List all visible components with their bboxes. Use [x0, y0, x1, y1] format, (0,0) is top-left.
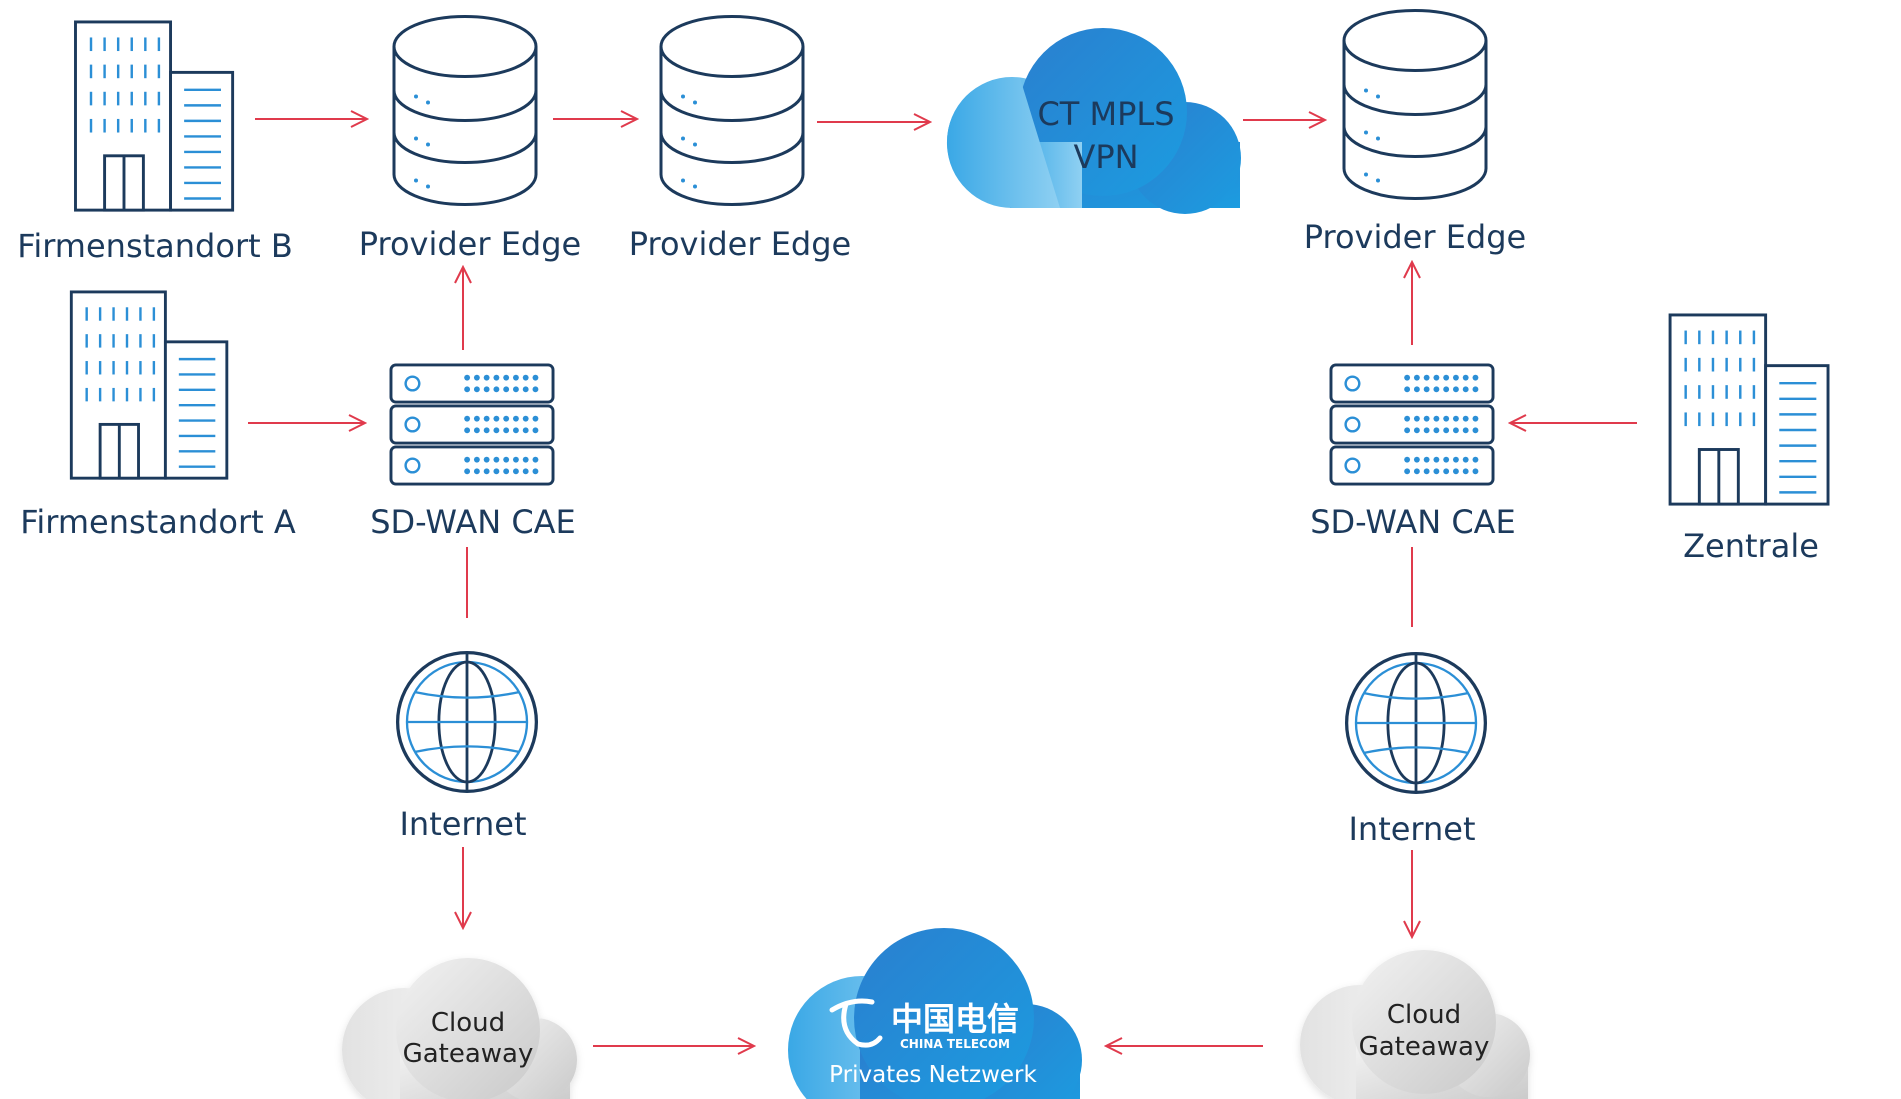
provider-edge-1-label: Provider Edge [359, 225, 581, 263]
mpls-cloud-icon [946, 28, 1241, 214]
hq-label: Zentrale [1683, 527, 1819, 565]
cloud-icon [1300, 950, 1530, 1099]
database-icon [392, 14, 538, 207]
cloud-icon [342, 958, 577, 1099]
sdwan-right-label: SD-WAN CAE [1310, 503, 1516, 541]
china-telecom-chinese-text: 中国电信 [891, 1000, 1019, 1038]
sdwan-left-label: SD-WAN CAE [370, 503, 576, 541]
server-rack-icon [389, 363, 555, 486]
connectors [248, 119, 1637, 1046]
mpls-label-line2: VPN [1073, 138, 1138, 176]
provider-edge-3-label: Provider Edge [1304, 218, 1526, 256]
provider-edge-2-label: Provider Edge [629, 225, 851, 263]
gateway-left-line1: Cloud [431, 1008, 505, 1038]
building-icon [73, 20, 235, 212]
internet-left-label: Internet [399, 805, 526, 843]
gateway-left-line2: Gateaway [403, 1039, 534, 1069]
china-telecom-logo: 中国电信 CHINA TELECOM [829, 998, 1019, 1051]
database-icon [659, 14, 805, 207]
china-telecom-english-text: CHINA TELECOM [900, 1037, 1010, 1051]
site-a-label: Firmenstandort A [20, 503, 296, 541]
globe-icon [395, 650, 539, 794]
building-icon [1668, 313, 1830, 506]
site-b-label: Firmenstandort B [17, 227, 293, 265]
gateway-right-line2: Gateaway [1359, 1032, 1490, 1062]
internet-right-label: Internet [1348, 810, 1475, 848]
building-icon [69, 290, 229, 480]
mpls-label-line1: CT MPLS [1037, 95, 1174, 133]
globe-icon [1344, 651, 1488, 795]
private-network-label: Privates Netzwerk [829, 1062, 1037, 1088]
gateway-right-line1: Cloud [1387, 1000, 1461, 1030]
server-rack-icon [1329, 363, 1495, 486]
database-icon [1342, 8, 1488, 201]
private-network-cloud-icon [788, 928, 1082, 1099]
